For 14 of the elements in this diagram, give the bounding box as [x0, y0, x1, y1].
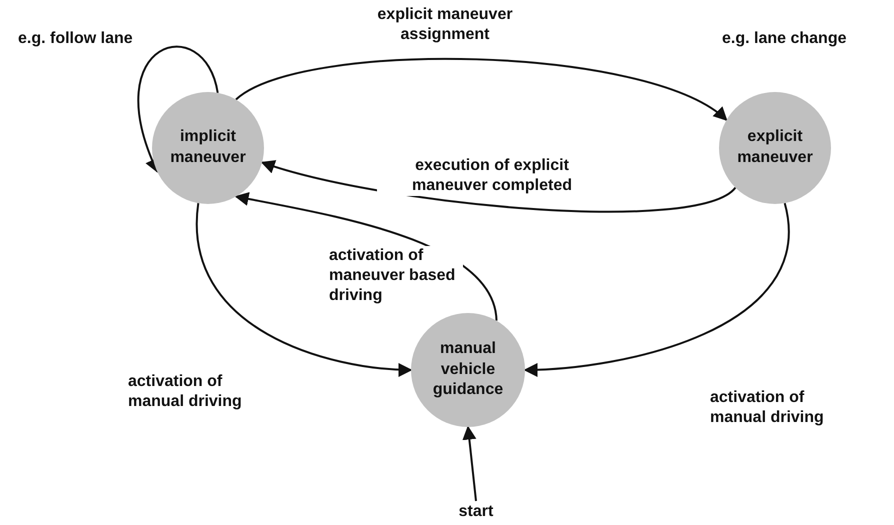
node-note: e.g. lane change [722, 30, 846, 48]
arrow [196, 203, 412, 376]
state-name: implicit maneuver [169, 127, 247, 168]
start-label: start [451, 503, 501, 521]
state-name: manual vehicle guidance [432, 338, 504, 400]
arrow [138, 46, 219, 173]
node-note: e.g. follow lane [18, 30, 133, 48]
arrow [235, 58, 728, 121]
state-name: explicit maneuver [736, 127, 814, 168]
arrow [524, 203, 790, 377]
edge-label: activation of maneuver based driving [329, 246, 463, 306]
arrow [462, 426, 477, 502]
arrow [234, 192, 498, 321]
arrow [260, 160, 736, 213]
